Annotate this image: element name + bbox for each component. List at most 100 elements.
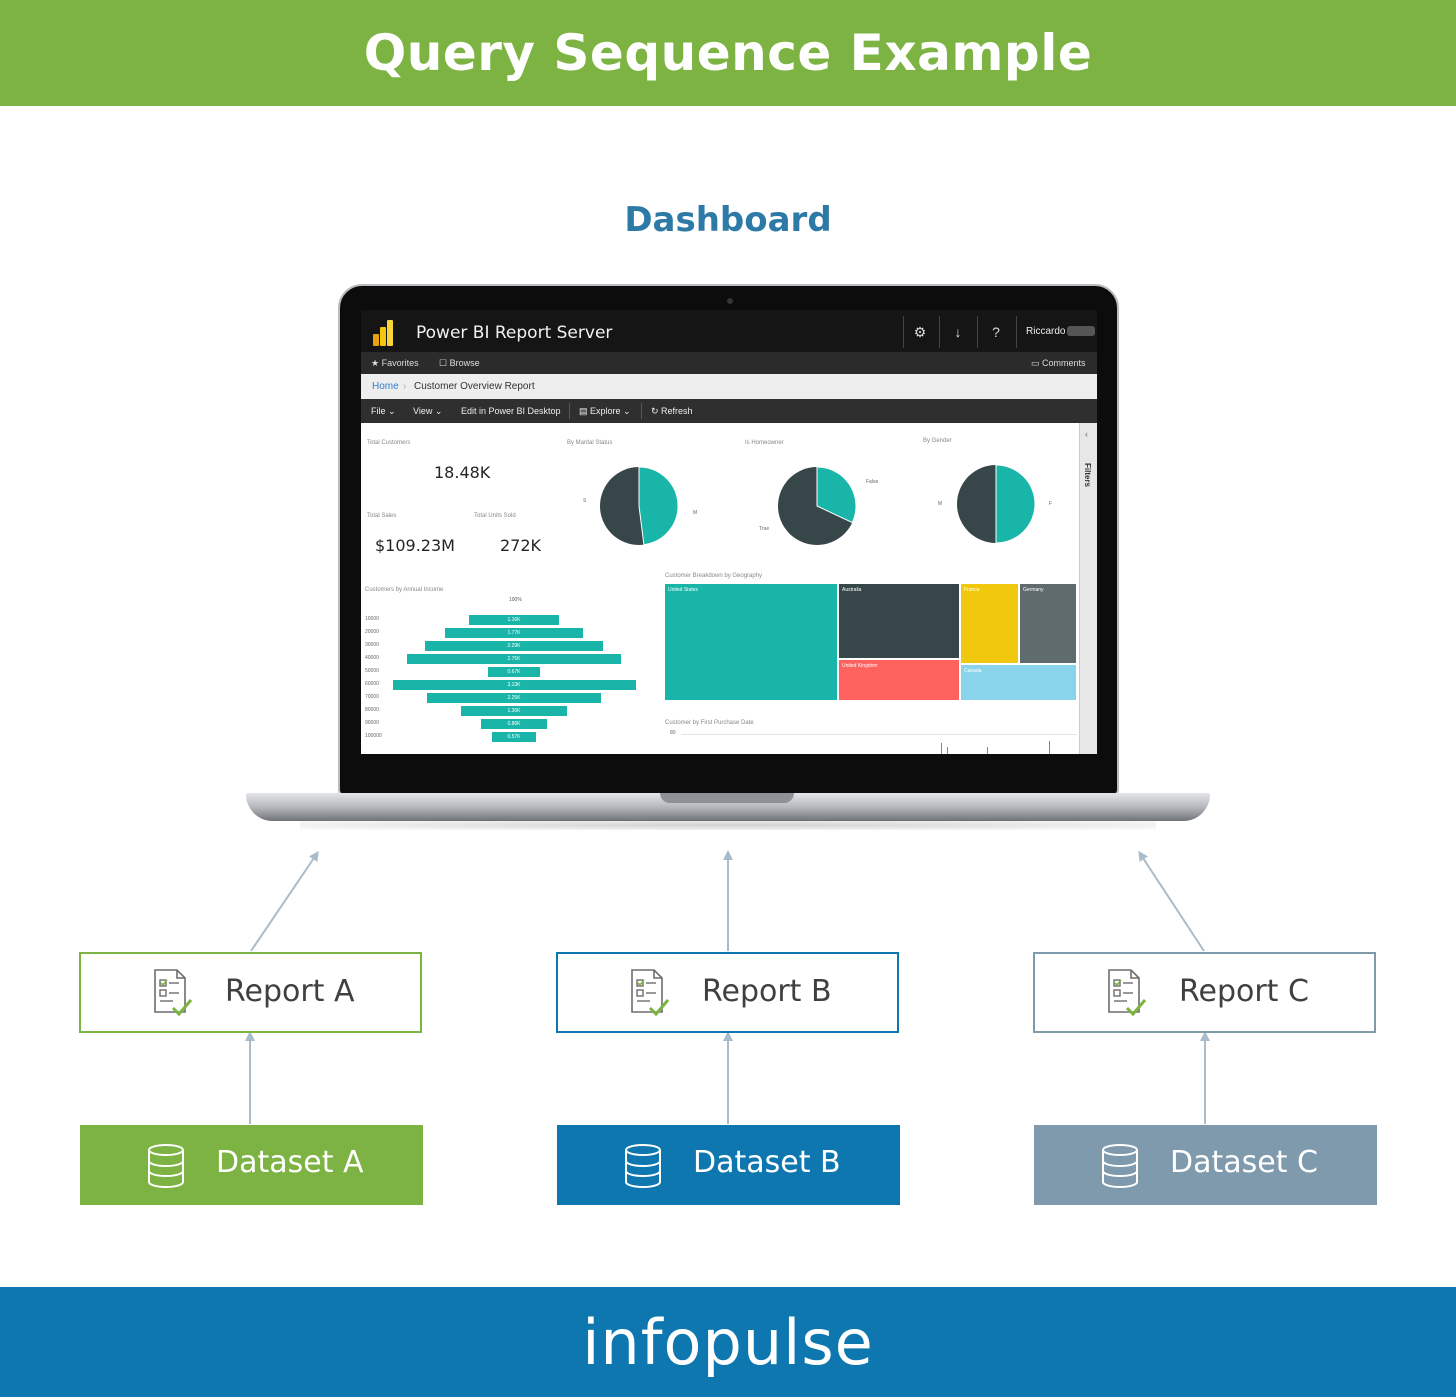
funnel-bar: 1.36K — [461, 706, 567, 716]
pie-slice-teal — [638, 466, 679, 546]
funnel-axis-label: 90000 — [365, 720, 379, 726]
breadcrumb-separator: › — [403, 381, 407, 392]
funnel-bar-label: 3.13K — [507, 682, 521, 688]
comments-button[interactable]: ▭ Comments — [1031, 358, 1086, 368]
dataset-b-label: Dataset B — [693, 1145, 841, 1180]
header-divider — [939, 316, 940, 348]
funnel-bar: 2.29K — [425, 641, 603, 651]
download-icon[interactable]: ↓ — [954, 324, 962, 340]
funnel-bar-label: 1.77K — [507, 630, 521, 636]
pie-label: False — [866, 479, 879, 485]
report-c-label: Report C — [1179, 974, 1309, 1009]
report-a-box[interactable]: Report A — [79, 952, 422, 1033]
funnel-bar: 2.25K — [426, 693, 602, 703]
pie-charts — [600, 464, 1036, 546]
funnel-bar-label: 0.57K — [507, 734, 521, 740]
dataset-c-label: Dataset C — [1170, 1145, 1318, 1180]
treemap-cell: France — [961, 584, 1018, 663]
kpi-total-customers: 18.48K — [434, 463, 491, 482]
bar-mark — [947, 747, 948, 754]
footer-banner: infopulse — [0, 1287, 1456, 1397]
pie-label: M — [693, 510, 698, 516]
pie-title: Is Homeowner — [745, 440, 784, 446]
funnel-axis-label: 10000 — [365, 616, 379, 622]
breadcrumb-report: Customer Overview Report — [414, 381, 535, 392]
favorites-link[interactable]: ★ Favorites — [371, 358, 419, 368]
treemap-cell-label: Canada — [964, 668, 982, 674]
funnel-bar-label: 0.67K — [507, 669, 521, 675]
favorites-label: Favorites — [381, 358, 419, 368]
report-document-icon — [1108, 969, 1147, 1017]
funnel-axis-label: 80000 — [365, 707, 379, 713]
report-toolbar: File ⌄ View ⌄ Edit in Power BI Desktop ▤… — [361, 399, 1097, 423]
file-label: File — [371, 406, 386, 416]
toolbar-divider — [569, 403, 570, 419]
bar-mark — [941, 743, 942, 754]
brand-logo: infopulse — [582, 1305, 874, 1379]
bar-mark — [987, 747, 988, 754]
dashboard-heading: Dashboard — [624, 200, 832, 240]
report-canvas: Total Customers 18.48K Total Sales $109.… — [361, 423, 1079, 754]
pie-slice-teal — [816, 466, 857, 524]
title-banner: Query Sequence Example — [0, 0, 1456, 106]
browse-link[interactable]: ☐ Browse — [439, 358, 480, 368]
laptop-notch — [660, 793, 794, 803]
database-icon — [148, 1144, 184, 1188]
treemap-cell-label: Australia — [842, 587, 862, 593]
report-document-icon — [631, 969, 670, 1017]
funnel-bar: 2.75K — [407, 654, 621, 664]
pie-title: By Gender — [923, 438, 952, 444]
chevron-left-icon[interactable]: ‹ — [1085, 429, 1088, 439]
pie-title: By Marital Status — [567, 440, 613, 446]
funnel-bar: 1.77K — [445, 628, 583, 638]
file-menu[interactable]: File ⌄ — [371, 406, 396, 416]
arrow-report-c-to-dashboard — [1138, 850, 1205, 952]
funnel-axis-label: 40000 — [365, 655, 379, 661]
first-purchase-axis: 80 — [670, 730, 676, 736]
pie-label: M — [938, 501, 943, 507]
help-icon[interactable]: ? — [992, 324, 1000, 340]
dataset-b-box[interactable]: Dataset B — [557, 1125, 900, 1205]
funnel-axis-label: 70000 — [365, 694, 379, 700]
dataset-c-box[interactable]: Dataset C — [1034, 1125, 1377, 1205]
funnel-bar-label: 0.86K — [507, 721, 521, 727]
gear-icon[interactable]: ⚙ — [913, 324, 927, 340]
funnel-axis-label: 20000 — [365, 629, 379, 635]
laptop-base — [246, 793, 1210, 821]
user-name[interactable]: Riccardo — [1026, 326, 1066, 337]
arrow-report-a-to-dashboard — [250, 850, 319, 952]
kpi-label-units: Total Units Sold — [474, 513, 516, 519]
pie-label: True — [759, 526, 770, 532]
funnel-bar: 0.57K — [491, 732, 537, 742]
refresh-button[interactable]: ↻ Refresh — [651, 406, 693, 416]
laptop-camera — [727, 298, 733, 304]
dataset-a-box[interactable]: Dataset A — [80, 1125, 423, 1205]
breadcrumb-home[interactable]: Home — [372, 381, 399, 392]
report-document-icon — [154, 969, 193, 1017]
edit-desktop-button[interactable]: Edit in Power BI Desktop — [461, 406, 561, 416]
funnel-axis-label: 100000 — [365, 733, 382, 739]
laptop-shadow — [300, 820, 1156, 830]
browse-label: Browse — [449, 358, 480, 368]
pie-label: F — [1049, 501, 1053, 507]
treemap-cell: Germany — [1020, 584, 1076, 663]
refresh-label: Refresh — [661, 406, 693, 416]
funnel-title: Customers by Annual Income — [365, 587, 444, 593]
funnel-bar: 1.16K — [468, 615, 560, 625]
pie-label: S — [583, 498, 587, 504]
filters-label: Filters — [1083, 463, 1092, 488]
treemap-cell-label: United States — [668, 587, 699, 593]
explore-menu[interactable]: ▤ Explore ⌄ — [579, 406, 631, 416]
filters-pane[interactable]: ‹ Filters — [1079, 423, 1097, 754]
funnel-bar: 0.86K — [480, 719, 548, 729]
report-b-box[interactable]: Report B — [556, 952, 899, 1033]
view-menu[interactable]: View ⌄ — [413, 406, 443, 416]
funnel-axis-label: 60000 — [365, 681, 379, 687]
treemap-title: Customer Breakdown by Geography — [665, 573, 763, 579]
dataset-a-label: Dataset A — [216, 1145, 364, 1180]
report-c-box[interactable]: Report C — [1033, 952, 1376, 1033]
funnel-bar: 3.13K — [392, 680, 636, 690]
bar-mark — [1049, 741, 1050, 754]
funnel-axis-label: 30000 — [365, 642, 379, 648]
funnel-bar: 0.67K — [487, 667, 540, 677]
